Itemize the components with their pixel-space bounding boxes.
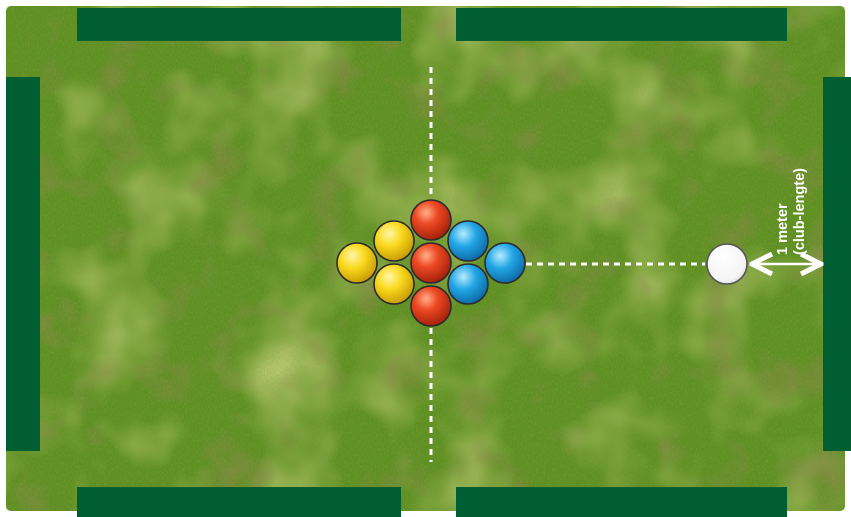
yellow-ball-lower <box>374 264 414 304</box>
boundary-bottom-left <box>77 487 401 517</box>
yellow-ball-upper <box>374 221 414 261</box>
boundary-left <box>6 77 40 451</box>
blue-ball-upper <box>448 221 488 261</box>
blue-ball-right <box>485 243 525 283</box>
boundary-top-left <box>77 8 401 41</box>
dimension-label-line1: 1 meter <box>775 203 791 255</box>
red-ball-bottom <box>411 286 451 326</box>
white-cue-ball <box>707 244 747 284</box>
boundary-right <box>823 77 851 451</box>
dimension-label-line2: (club-lengte) <box>792 168 808 255</box>
boundary-bottom-right <box>456 487 787 517</box>
red-ball-top <box>411 200 451 240</box>
blue-ball-lower <box>448 264 488 304</box>
red-ball-center <box>411 243 451 283</box>
yellow-ball-left <box>337 243 377 283</box>
boundary-top-right <box>456 8 787 41</box>
